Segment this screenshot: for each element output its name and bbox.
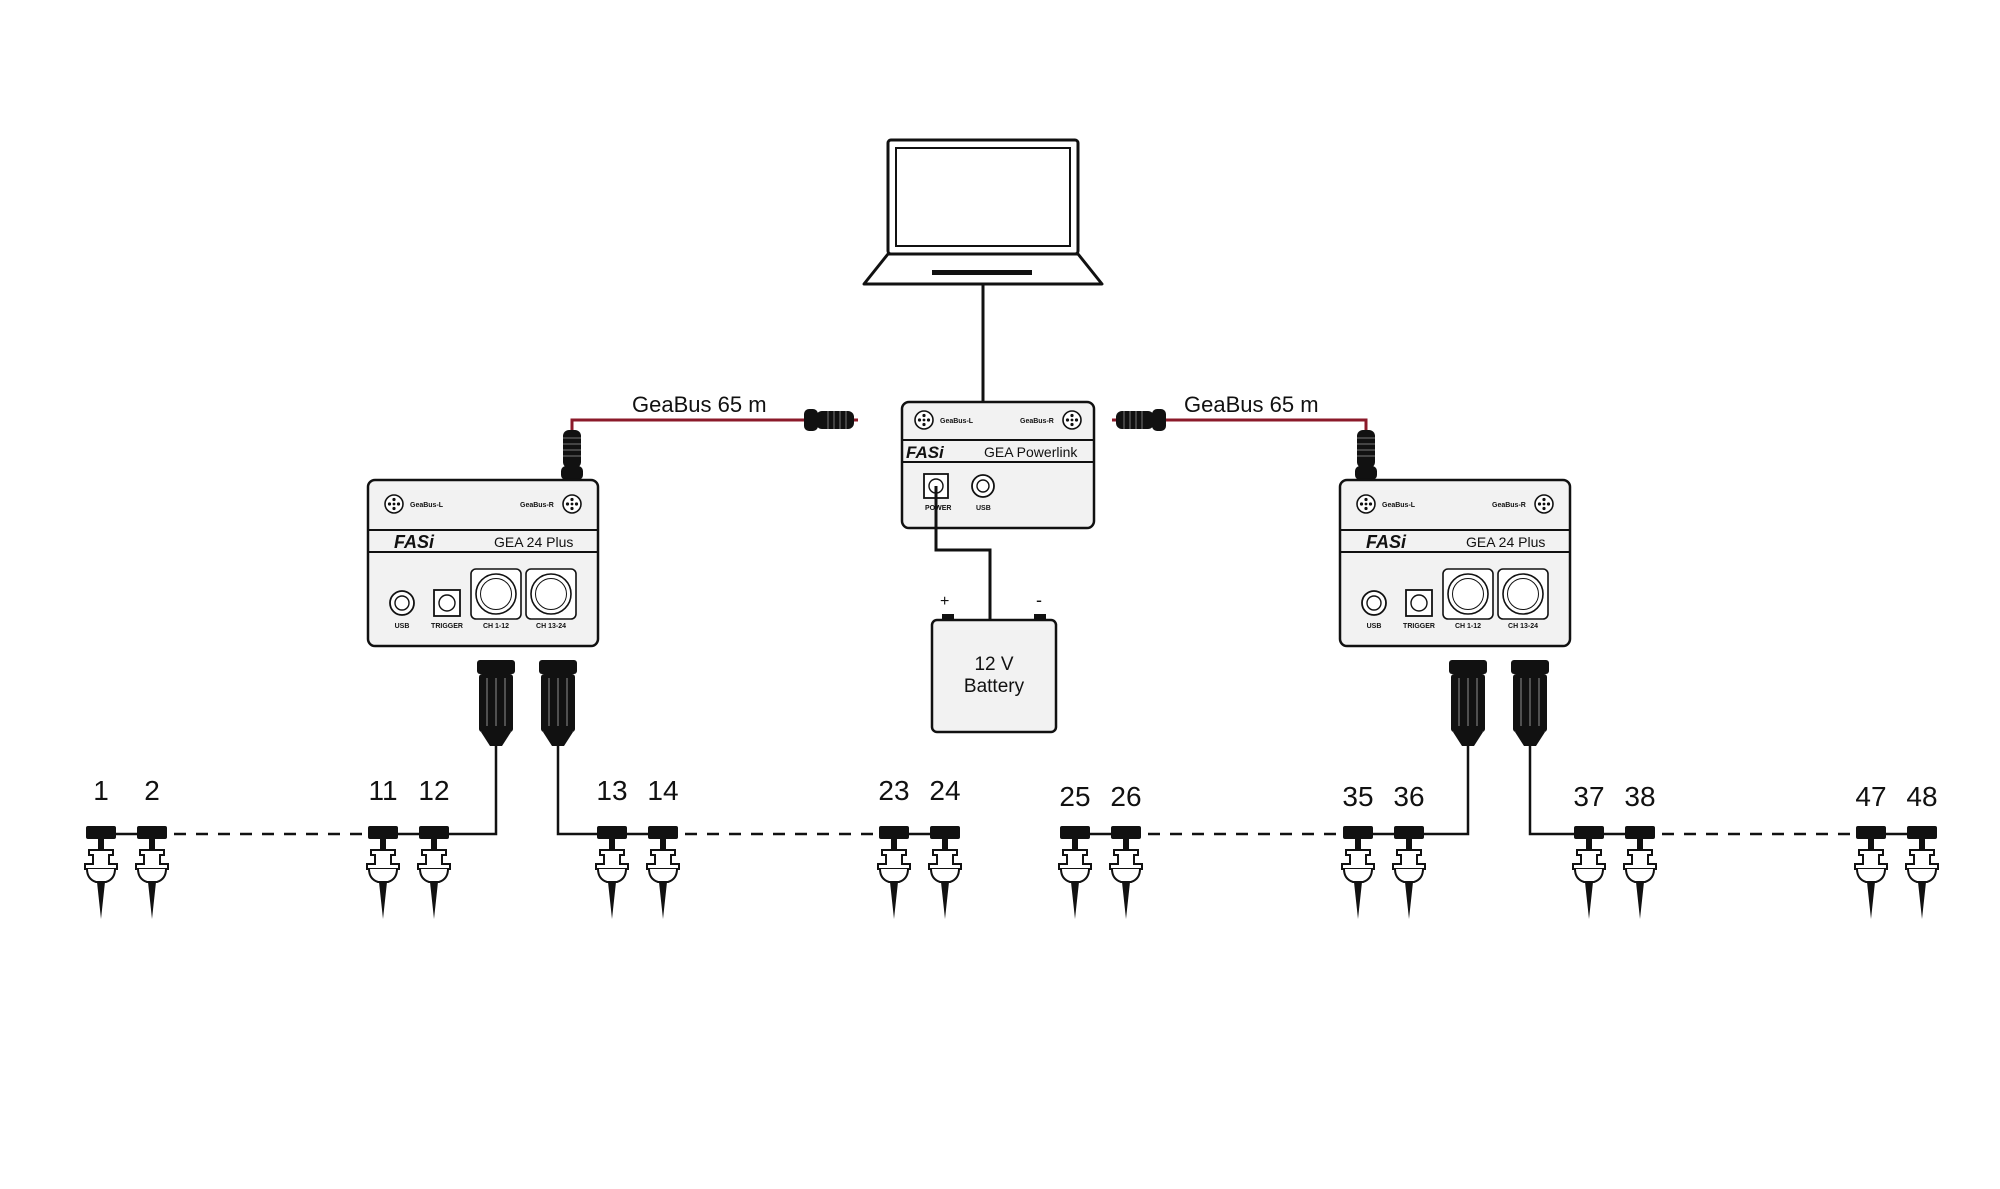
- geophone-number: 35: [1342, 781, 1373, 812]
- geophone-icon: [1623, 825, 1657, 920]
- battery: + - 12 V Battery: [930, 590, 1058, 734]
- unit-ch1-socket[interactable]: [1442, 568, 1494, 620]
- geabus-plug-left: [803, 408, 855, 432]
- unit-ch1-socket[interactable]: [470, 568, 522, 620]
- geabus-plug-unit1: [560, 429, 584, 481]
- channel-plug: [1510, 659, 1550, 747]
- geophone-number: 13: [596, 775, 627, 806]
- unit-ch1-label: CH 1-12: [483, 623, 509, 630]
- geabus-cable-right: [1112, 418, 1368, 432]
- powerlink-port-left: GeaBus-L: [940, 418, 974, 425]
- geophone-number: 37: [1573, 781, 1604, 812]
- geophone-icon: [1109, 825, 1143, 920]
- unit-port-left: GeaBus-L: [410, 502, 444, 509]
- geophone-number: 11: [368, 775, 397, 806]
- battery-voltage: 12 V: [974, 654, 1013, 675]
- geophone-number: 2: [144, 775, 160, 806]
- geabus-plug-right: [1115, 408, 1167, 432]
- geophone-icon: [1905, 825, 1939, 920]
- geophone-number: 48: [1906, 781, 1937, 812]
- battery-label: Battery: [964, 676, 1025, 697]
- power-cable: [934, 486, 992, 620]
- geophone-number: 14: [647, 775, 678, 806]
- battery-minus: -: [1036, 590, 1042, 610]
- laptop-icon: [862, 138, 1104, 286]
- geophone-icon: [1854, 825, 1888, 920]
- channel-plug: [1448, 659, 1488, 747]
- geophone-icon: [366, 825, 400, 920]
- channel-cable: [434, 740, 498, 836]
- geabus-plug-unit2: [1354, 429, 1378, 481]
- geophone-icon: [1341, 825, 1375, 920]
- geophone-number: 23: [878, 775, 909, 806]
- unit-brand-logo: FASi: [394, 532, 435, 552]
- channel-plug: [538, 659, 578, 747]
- unit-port-left: GeaBus-L: [1382, 502, 1416, 509]
- geophone-number: 24: [929, 775, 960, 806]
- power-label: POWER: [925, 505, 951, 512]
- unit-usb-label: USB: [1367, 623, 1382, 630]
- unit-model: GEA 24 Plus: [1466, 534, 1545, 550]
- geophone-icon: [1058, 825, 1092, 920]
- unit-usb-label: USB: [395, 623, 410, 630]
- geophone-number: 1: [93, 775, 109, 806]
- geophone-number: 25: [1059, 781, 1090, 812]
- unit-port-right: GeaBus-R: [1492, 502, 1526, 509]
- geophone-icon: [417, 825, 451, 920]
- channel-plug: [476, 659, 516, 747]
- unit-brand-logo: FASi: [1366, 532, 1407, 552]
- usb-label: USB: [976, 505, 991, 512]
- geophone-number: 12: [418, 775, 449, 806]
- geophone-number: 36: [1393, 781, 1424, 812]
- channel-cable: [556, 740, 612, 836]
- geophone-icon: [646, 825, 680, 920]
- geophone-icon: [1572, 825, 1606, 920]
- unit-ch2-socket[interactable]: [1497, 568, 1549, 620]
- geophone-icon: [84, 825, 118, 920]
- geabus-right-label: GeaBus 65 m: [1184, 392, 1319, 417]
- powerlink-brand-logo: FASi: [906, 443, 945, 462]
- geophone-icon: [928, 825, 962, 920]
- geophone-number: 47: [1855, 781, 1886, 812]
- battery-plus: +: [940, 593, 949, 610]
- unit-ch2-label: CH 13-24: [1508, 623, 1538, 630]
- unit-ch2-socket[interactable]: [525, 568, 577, 620]
- unit-trigger-label: TRIGGER: [431, 623, 463, 630]
- powerlink-port-right: GeaBus-R: [1020, 418, 1054, 425]
- unit-port-right: GeaBus-R: [520, 502, 554, 509]
- channel-cable: [1528, 740, 1589, 836]
- geophone-number: 26: [1110, 781, 1141, 812]
- unit-trigger-label: TRIGGER: [1403, 623, 1435, 630]
- unit-ch2-label: CH 13-24: [536, 623, 566, 630]
- powerlink-model: GEA Powerlink: [984, 444, 1078, 460]
- geophone-icon: [1392, 825, 1426, 920]
- unit-ch1-label: CH 1-12: [1455, 623, 1481, 630]
- geophone-icon: [595, 825, 629, 920]
- channel-cable: [1409, 740, 1470, 836]
- unit-model: GEA 24 Plus: [494, 534, 573, 550]
- geabus-left-label: GeaBus 65 m: [632, 392, 767, 417]
- geophone-number: 38: [1624, 781, 1655, 812]
- geophone-icon: [135, 825, 169, 920]
- geabus-cable-left: [570, 418, 858, 432]
- gea-powerlink: GeaBus-L GeaBus-R FASi GEA Powerlink POW…: [900, 400, 1096, 530]
- geophone-icon: [877, 825, 911, 920]
